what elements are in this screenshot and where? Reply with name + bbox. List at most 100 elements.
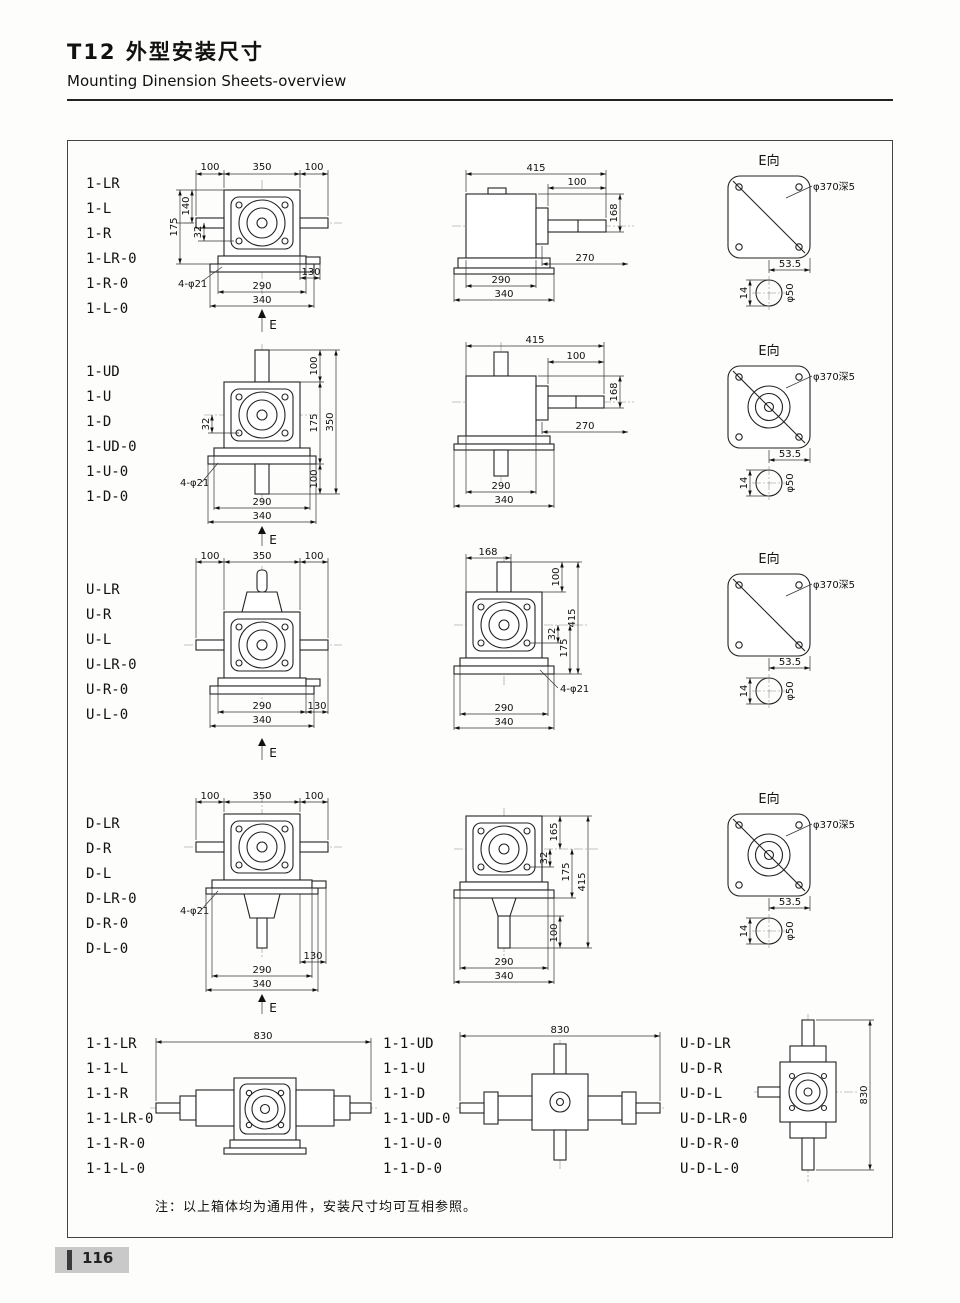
dim-label: 290 — [252, 497, 271, 508]
dim-label: 175 — [309, 413, 320, 432]
model-label: U-LR-0 — [86, 657, 137, 673]
model-label: U-D-L-0 — [680, 1161, 740, 1177]
gearbox-side-geometry — [452, 187, 634, 275]
row2-side-view: 415 100 168 270 290 340 — [452, 335, 634, 508]
dim-label: 32 — [201, 418, 212, 431]
dim-label: 340 — [252, 511, 271, 522]
dim-label: 175 — [169, 217, 180, 236]
model-label: U-L-0 — [86, 707, 129, 723]
gearbox-side-geometry — [452, 342, 634, 482]
dim-label: 165 — [549, 822, 560, 841]
dim-label: 340 — [252, 295, 271, 306]
dim-label: 168 — [609, 382, 620, 401]
page-number: 116 — [82, 1249, 114, 1267]
dim-label: 175 — [559, 638, 570, 657]
dim-label: 340 — [252, 979, 271, 990]
view-direction-label: E — [269, 318, 277, 332]
dim-label: 32 — [539, 852, 550, 865]
dim-label: 290 — [494, 957, 513, 968]
header-rule — [67, 99, 893, 101]
dimensions: 100 350 100 290 130 340 E — [195, 551, 329, 760]
dimensions: 165 32 175 415 100 290 340 — [453, 815, 592, 984]
dim-label: 340 — [494, 717, 513, 728]
dim-label: 130 — [301, 267, 320, 278]
gearbox-front-geometry — [184, 794, 342, 958]
dimensions: φ370深5 53.5 14 φ50 — [739, 819, 855, 948]
model-label: U-D-R — [680, 1061, 723, 1077]
dim-label: 350 — [325, 412, 336, 431]
dim-label: 32 — [193, 226, 204, 239]
dimensions: 100 350 100 175 140 32 130 290 340 4-φ21… — [169, 162, 329, 332]
dim-label: 100 — [304, 162, 323, 173]
model-label: U-D-LR — [680, 1036, 731, 1052]
dim-label: 100 — [567, 177, 586, 188]
dimensions: 830 — [155, 1031, 372, 1101]
dim-label: 53.5 — [779, 897, 801, 908]
model-label: 1-1-U-0 — [383, 1136, 443, 1152]
model-label: D-LR-0 — [86, 891, 137, 907]
content-frame — [67, 140, 893, 1238]
dim-label: 290 — [494, 703, 513, 714]
dim-label: 350 — [252, 162, 271, 173]
e-view-title: E向 — [758, 153, 779, 169]
bottom-group1-model-list: 1-1-LR 1-1-L 1-1-R 1-1-LR-0 1-1-R-0 1-1-… — [86, 1032, 153, 1182]
dim-label: 130 — [303, 951, 322, 962]
dimensions: 415 100 168 270 290 340 — [453, 163, 628, 302]
bolt-hole-label: 4-φ21 — [180, 478, 209, 489]
dim-label: 53.5 — [779, 449, 801, 460]
dim-label: 100 — [309, 356, 320, 375]
row1-side-view: 415 100 168 270 290 340 — [452, 163, 634, 302]
gearbox-front-geometry — [184, 180, 342, 298]
gearbox-side-geometry — [453, 556, 588, 686]
dim-label: 168 — [609, 203, 620, 222]
model-label: D-LR — [86, 816, 120, 832]
row4-model-list: D-LR D-R D-L D-LR-0 D-R-0 D-L-0 — [86, 812, 137, 962]
model-label: 1-1-L — [86, 1061, 129, 1077]
dim-label: 350 — [252, 791, 271, 802]
dim-label: 168 — [478, 547, 497, 558]
dim-label: 340 — [494, 495, 513, 506]
model-label: 1-1-R — [86, 1086, 129, 1102]
model-label: 1-LR-0 — [86, 251, 137, 267]
dim-label: 100 — [200, 162, 219, 173]
model-label: 1-R-0 — [86, 276, 129, 292]
dim-label: 100 — [200, 791, 219, 802]
row1-e-view: E向 φ370深5 53.5 14 φ50 — [727, 153, 855, 310]
dim-label: 290 — [491, 275, 510, 286]
dim-label: φ50 — [785, 283, 796, 302]
model-label: U-D-LR-0 — [680, 1111, 748, 1127]
model-label: 1-1-D — [383, 1086, 426, 1102]
dim-label: 53.5 — [779, 259, 801, 270]
row4-front-view: 100 350 100 4-φ21 130 290 340 E — [180, 791, 342, 1015]
model-label: U-R — [86, 607, 112, 623]
dim-label: 100 — [549, 923, 560, 942]
model-label: D-L — [86, 866, 112, 882]
model-label: D-R-0 — [86, 916, 129, 932]
view-direction-label: E — [269, 1001, 277, 1015]
dim-label: 175 — [561, 862, 572, 881]
dimensions: φ370深5 53.5 14 φ50 — [739, 579, 855, 708]
model-label: 1-1-UD — [383, 1036, 434, 1052]
dim-label: 14 — [739, 477, 750, 490]
dimensions: 830 — [459, 1025, 661, 1101]
page-subtitle: Mounting Dinension Sheets-overview — [67, 72, 347, 90]
model-label: 1-1-UD-0 — [383, 1111, 451, 1127]
dim-label: 415 — [577, 872, 588, 891]
dim-label: 100 — [200, 551, 219, 562]
row3-e-view: E向 φ370深5 53.5 14 φ50 — [727, 551, 855, 708]
gearbox-geometry — [754, 1014, 858, 1182]
model-label: 1-L-0 — [86, 301, 129, 317]
bolt-hole-label: 4-φ21 — [178, 279, 207, 290]
dim-label: 830 — [859, 1085, 870, 1104]
hole-depth-label: φ370深5 — [813, 181, 855, 193]
flange-face-geometry — [727, 175, 811, 259]
bolt-hole-label: 4-φ21 — [560, 684, 589, 695]
dim-label: 100 — [309, 469, 320, 488]
model-label: D-R — [86, 841, 112, 857]
model-label: 1-L — [86, 201, 112, 217]
row1-front-view: 100 350 100 175 140 32 130 290 340 4-φ21… — [169, 162, 342, 332]
dim-label: 270 — [575, 421, 594, 432]
model-label: U-D-R-0 — [680, 1136, 740, 1152]
row2-model-list: 1-UD 1-U 1-D 1-UD-0 1-U-0 1-D-0 — [86, 360, 137, 510]
dim-label: 100 — [566, 351, 585, 362]
